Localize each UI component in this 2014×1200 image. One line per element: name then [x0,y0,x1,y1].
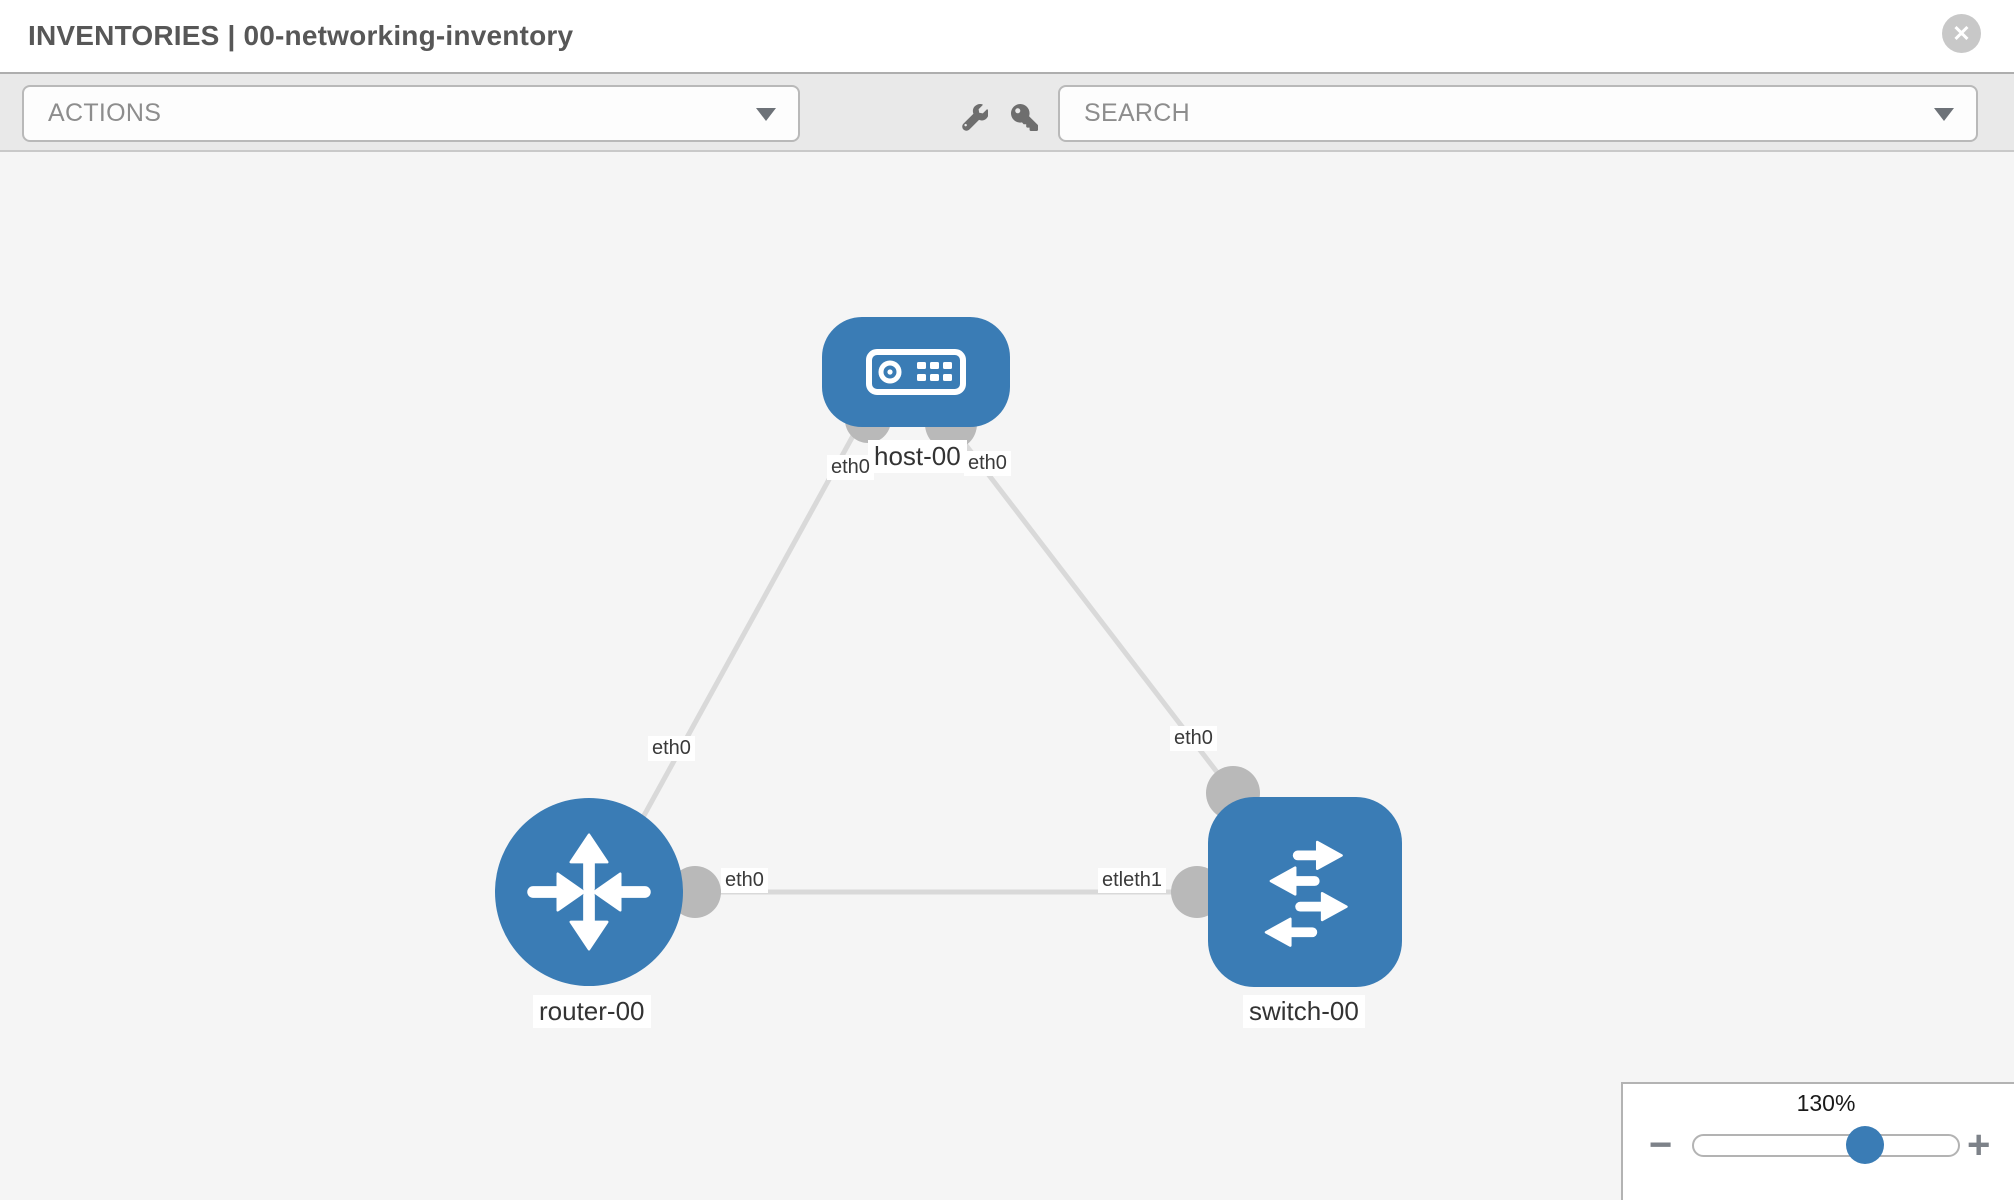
topology-canvas[interactable]: host-00 router-00 switch-00 eth0 eth0 et… [0,152,2014,1200]
key-button[interactable] [1011,104,1038,131]
iface-label-router-top: eth0 [648,736,695,761]
links-layer [589,397,1299,918]
actions-dropdown[interactable]: ACTIONS [22,85,800,142]
page-title: INVENTORIES | 00-networking-inventory [28,20,574,51]
search-dropdown-label: SEARCH [1084,99,1190,127]
switch-icon [1264,840,1348,947]
node-host-00[interactable] [822,317,1010,427]
router-icon [527,833,651,951]
wrench-button[interactable] [961,103,989,131]
toolbar: ACTIONS SEARCH [0,72,2014,152]
link-host-router [622,412,868,852]
iface-label-host-right: eth0 [964,451,1011,476]
wrench-icon [962,103,989,131]
search-dropdown[interactable]: SEARCH [1058,85,1978,142]
node-label-host: host-00 [868,440,967,473]
node-label-router: router-00 [533,995,651,1028]
zoom-slider-handle[interactable] [1846,1126,1884,1164]
node-label-switch: switch-00 [1243,995,1365,1028]
key-icon [1011,104,1038,131]
iface-label-router-mid: eth0 [721,868,768,893]
zoom-level: 130% [1796,1090,1856,1116]
plus-icon: + [1967,1122,1991,1167]
node-router-00[interactable] [495,798,683,986]
chevron-down-icon [1934,107,1954,121]
zoom-slider[interactable] [1692,1134,1960,1157]
header: INVENTORIES | 00-networking-inventory ✕ [0,0,2014,72]
close-icon: ✕ [1952,20,1971,46]
zoom-in-button[interactable]: + [1967,1122,1991,1167]
iface-label-host-left: eth0 [827,455,874,480]
close-button[interactable]: ✕ [1942,14,1981,53]
host-icon [866,349,966,395]
iface-label-switch-mid: etleth1 [1098,868,1167,893]
zoom-panel: 130% − + [1621,1082,2014,1200]
actions-dropdown-label: ACTIONS [48,99,162,127]
minus-icon: − [1649,1122,1673,1167]
iface-label-switch-top: eth0 [1170,726,1217,751]
chevron-down-icon [756,107,776,121]
zoom-out-button[interactable]: − [1649,1122,1673,1167]
node-switch-00[interactable] [1208,797,1402,987]
